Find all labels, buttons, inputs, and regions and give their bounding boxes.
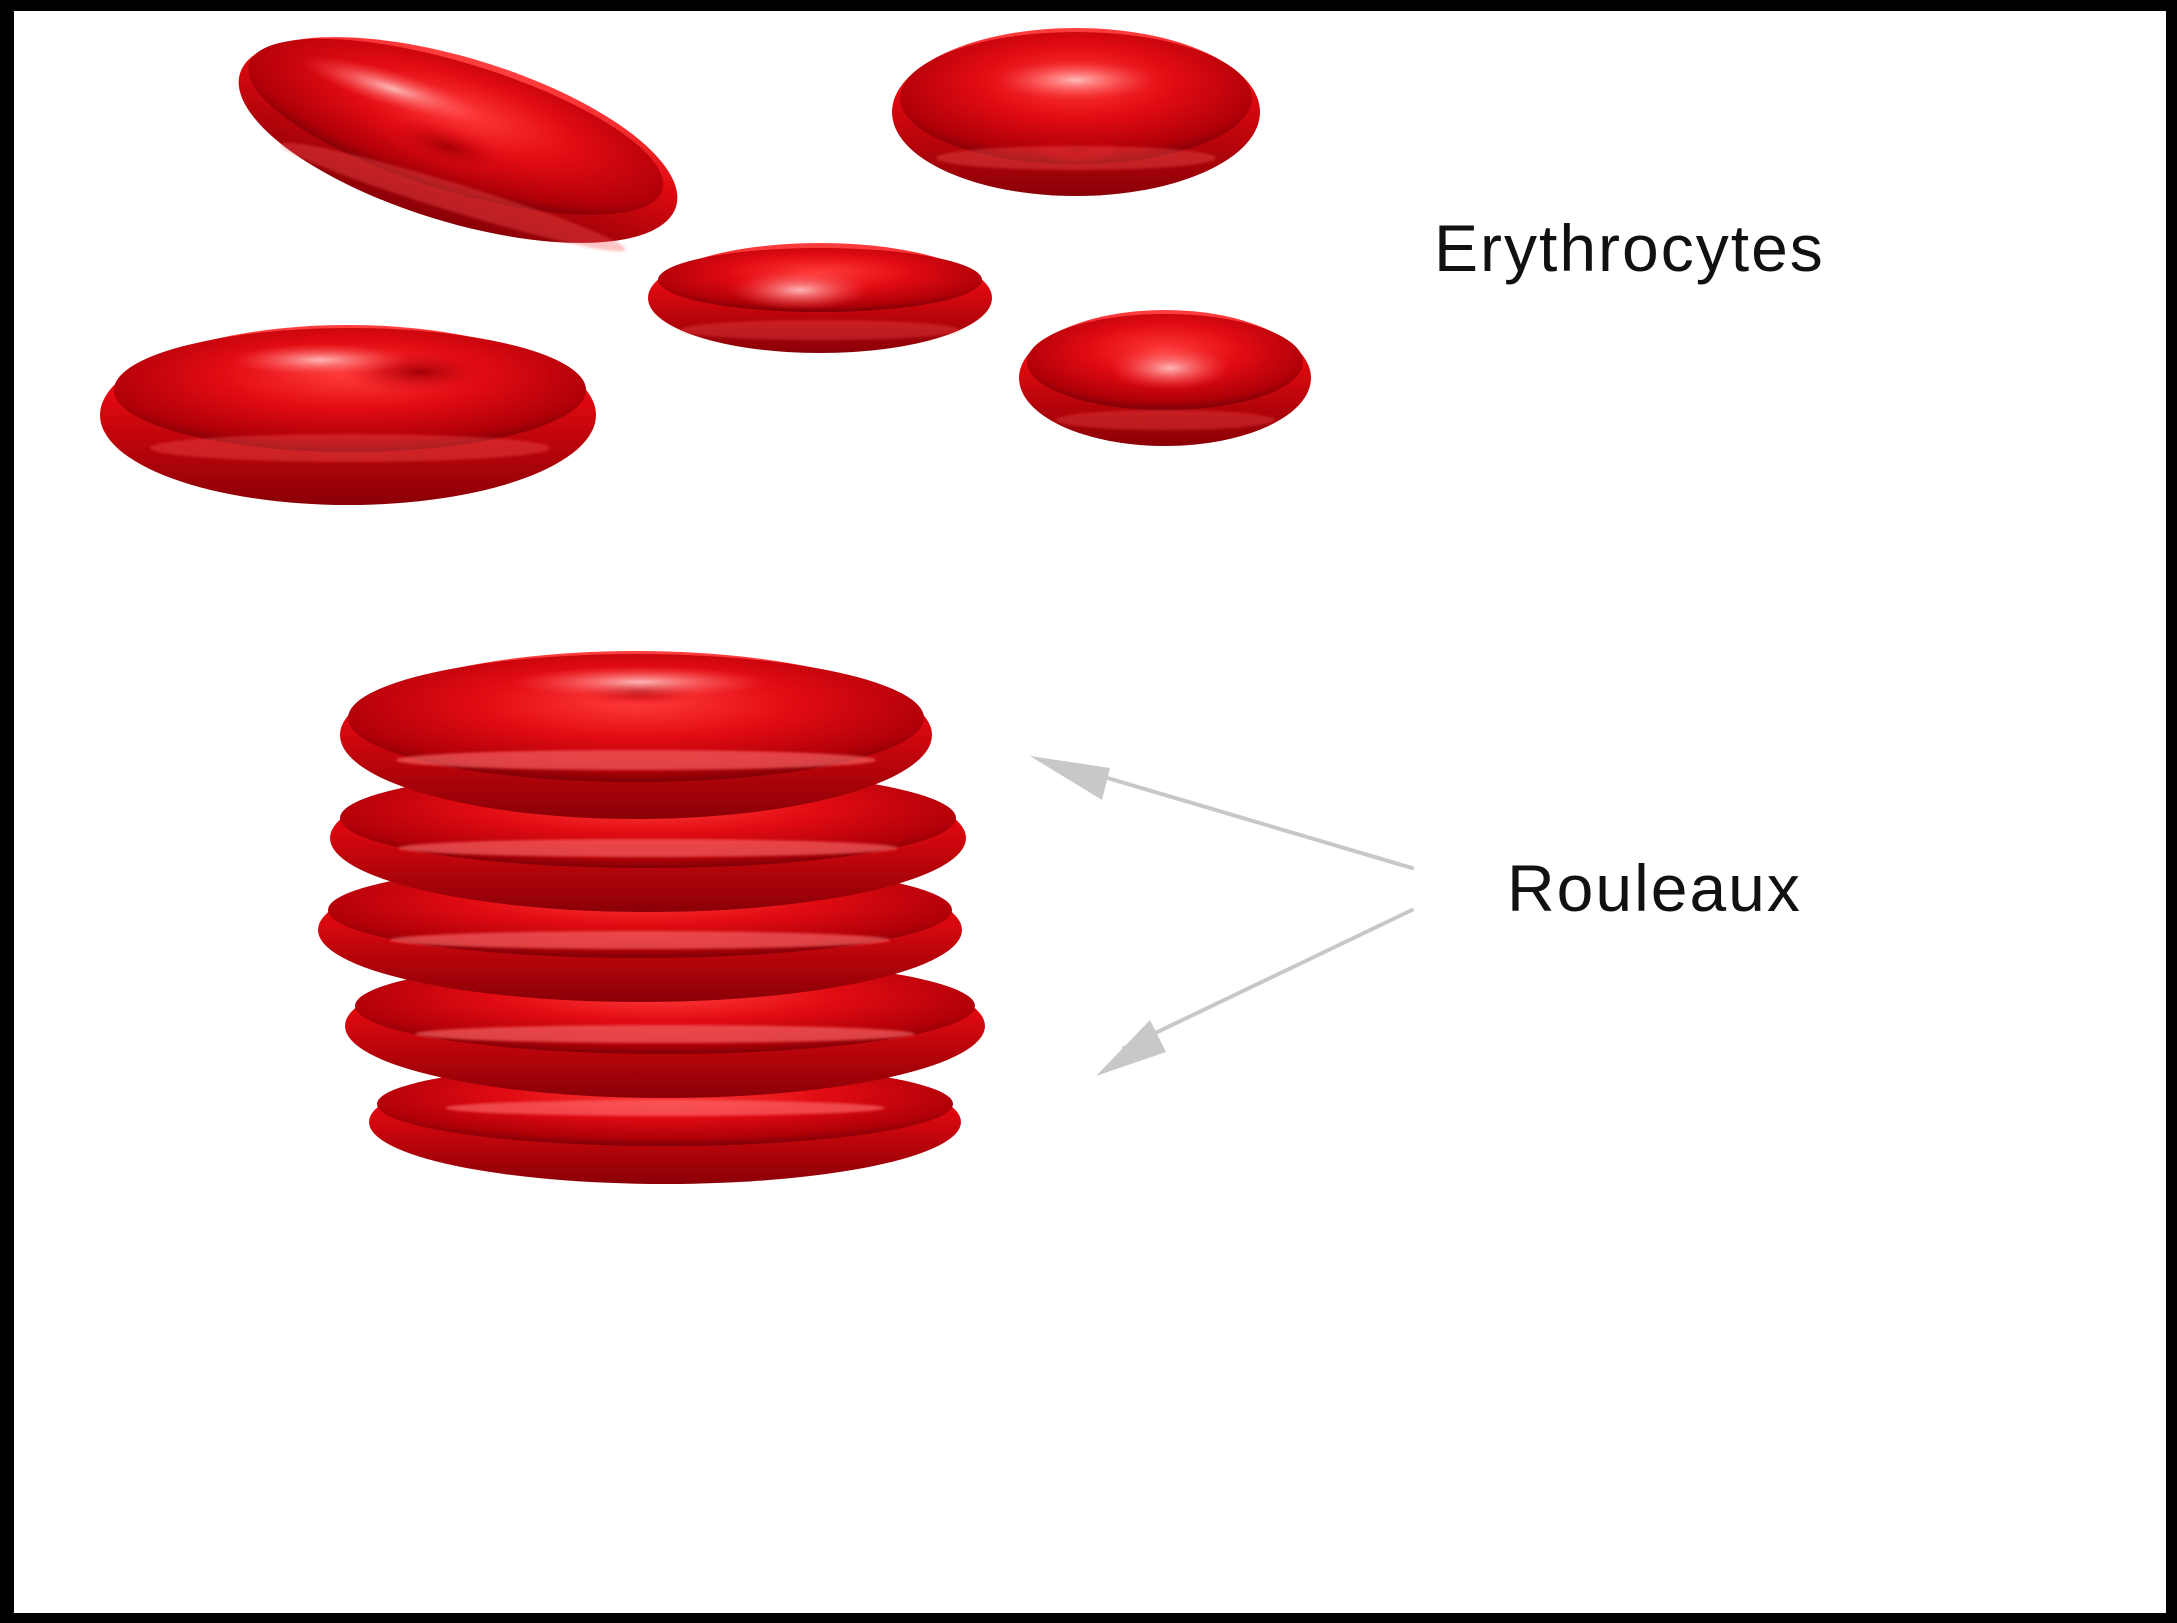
erythrocyte-cell — [648, 243, 992, 353]
arrow-upper — [1030, 756, 1412, 868]
erythrocytes-label: Erythrocytes — [1434, 210, 1825, 286]
rouleaux-stack — [318, 651, 985, 1184]
rouleaux-label: Rouleaux — [1507, 850, 1802, 926]
erythrocyte-cell — [1019, 310, 1311, 446]
erythrocyte-cell — [892, 28, 1260, 196]
rouleaux-cell — [340, 651, 932, 819]
erythrocyte-cell — [100, 325, 596, 505]
erythrocyte-cell — [216, 0, 700, 285]
arrow-lower — [1096, 910, 1412, 1076]
pointer-arrows — [1030, 756, 1412, 1076]
